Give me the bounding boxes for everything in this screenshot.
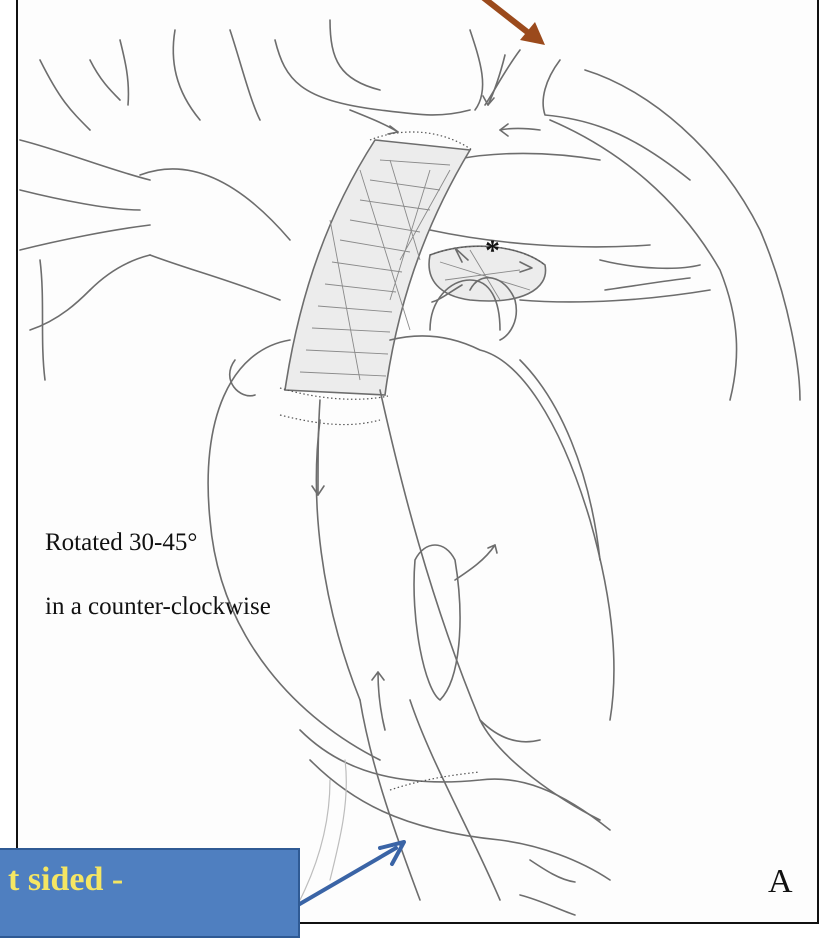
top-annotation-arrow xyxy=(480,0,545,45)
callout-arrow xyxy=(298,842,404,905)
panel-letter: A xyxy=(768,862,793,902)
lower-vessels xyxy=(300,700,610,915)
rotation-label-line-1: Rotated 30-45° xyxy=(45,528,197,558)
callout-text: t sided - xyxy=(8,860,123,900)
asterisk-marker: * xyxy=(485,236,500,266)
rotation-label-line-2: in a counter-clockwise xyxy=(45,592,271,622)
heart-body xyxy=(208,278,614,820)
